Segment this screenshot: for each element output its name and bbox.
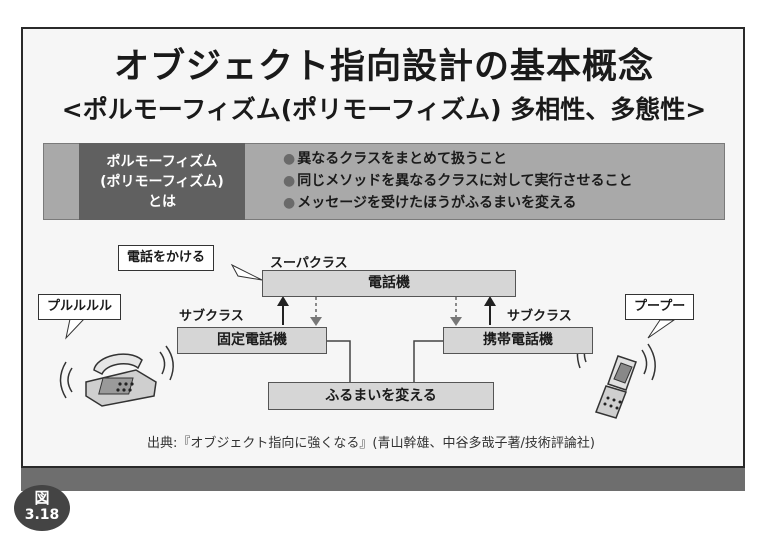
behavior-box: ふるまいを変える bbox=[268, 382, 494, 410]
figure-subtitle: <ポルモーフィズム(ポリモーフィズム) 多相性、多態性> bbox=[61, 95, 707, 124]
source-citation: 出典:『オブジェクト指向に強くなる』(青山幹雄、中谷多哉子著/技術評論社) bbox=[147, 436, 595, 451]
inherit-arrowhead-right bbox=[484, 296, 496, 306]
figure-number: 3.18 bbox=[24, 507, 60, 523]
inherit-arrowhead-left bbox=[277, 296, 289, 306]
bullet-icon: ● bbox=[283, 173, 296, 189]
ring-lines-left bbox=[59, 345, 174, 399]
definition-bullets: ●異なるクラスをまとめて扱うこと ●同じメソッドを異なるクラスに対して実行させる… bbox=[283, 148, 633, 214]
superclass-label: スーパクラス bbox=[270, 256, 348, 271]
bullet-item: ●異なるクラスをまとめて扱うこと bbox=[283, 148, 633, 170]
sound-callout-right: プープー bbox=[625, 294, 695, 320]
connector-right bbox=[413, 340, 443, 382]
definition-heading-line: ポルモーフィズム bbox=[106, 153, 218, 170]
definition-heading-line: とは bbox=[148, 193, 176, 210]
figure-badge: 図 3.18 bbox=[14, 485, 70, 531]
subclass-box-left: 固定電話機 bbox=[177, 327, 327, 354]
message-arrowhead-left bbox=[310, 317, 322, 326]
bottom-band bbox=[21, 468, 745, 491]
bullet-item: ●同じメソッドを異なるクラスに対して実行させること bbox=[283, 170, 633, 192]
bullet-text: メッセージを受けたほうがふるまいを変える bbox=[297, 195, 577, 211]
message-arrowhead-right bbox=[450, 317, 462, 326]
call-callout-pointer bbox=[230, 263, 263, 281]
sound-callout-left: プルルルル bbox=[38, 294, 122, 320]
figure-title: オブジェクト指向設計の基本概念 bbox=[113, 47, 654, 87]
definition-heading: ポルモーフィズム (ポリモーフィズム) とは bbox=[79, 143, 245, 220]
bullet-text: 同じメソッドを異なるクラスに対して実行させること bbox=[297, 173, 633, 189]
sound-left-pointer bbox=[65, 318, 86, 340]
mobile-phone-icon bbox=[595, 355, 637, 419]
desk-phone-icon bbox=[85, 353, 157, 407]
subclass-box-right: 携帯電話機 bbox=[443, 327, 593, 354]
sound-right-pointer bbox=[647, 319, 676, 339]
bullet-item: ●メッセージを受けたほうがふるまいを変える bbox=[283, 192, 633, 214]
bullet-text: 異なるクラスをまとめて扱うこと bbox=[297, 151, 507, 167]
bullet-icon: ● bbox=[283, 195, 296, 211]
connector-left bbox=[327, 340, 351, 382]
subclass-label-left: サブクラス bbox=[179, 309, 244, 324]
superclass-box: 電話機 bbox=[262, 270, 516, 297]
subclass-label-right: サブクラス bbox=[507, 309, 572, 324]
definition-heading-line: (ポリモーフィズム) bbox=[100, 173, 224, 190]
figure-label: 図 bbox=[34, 489, 50, 507]
call-callout: 電話をかける bbox=[118, 245, 215, 271]
bullet-icon: ● bbox=[283, 151, 296, 167]
